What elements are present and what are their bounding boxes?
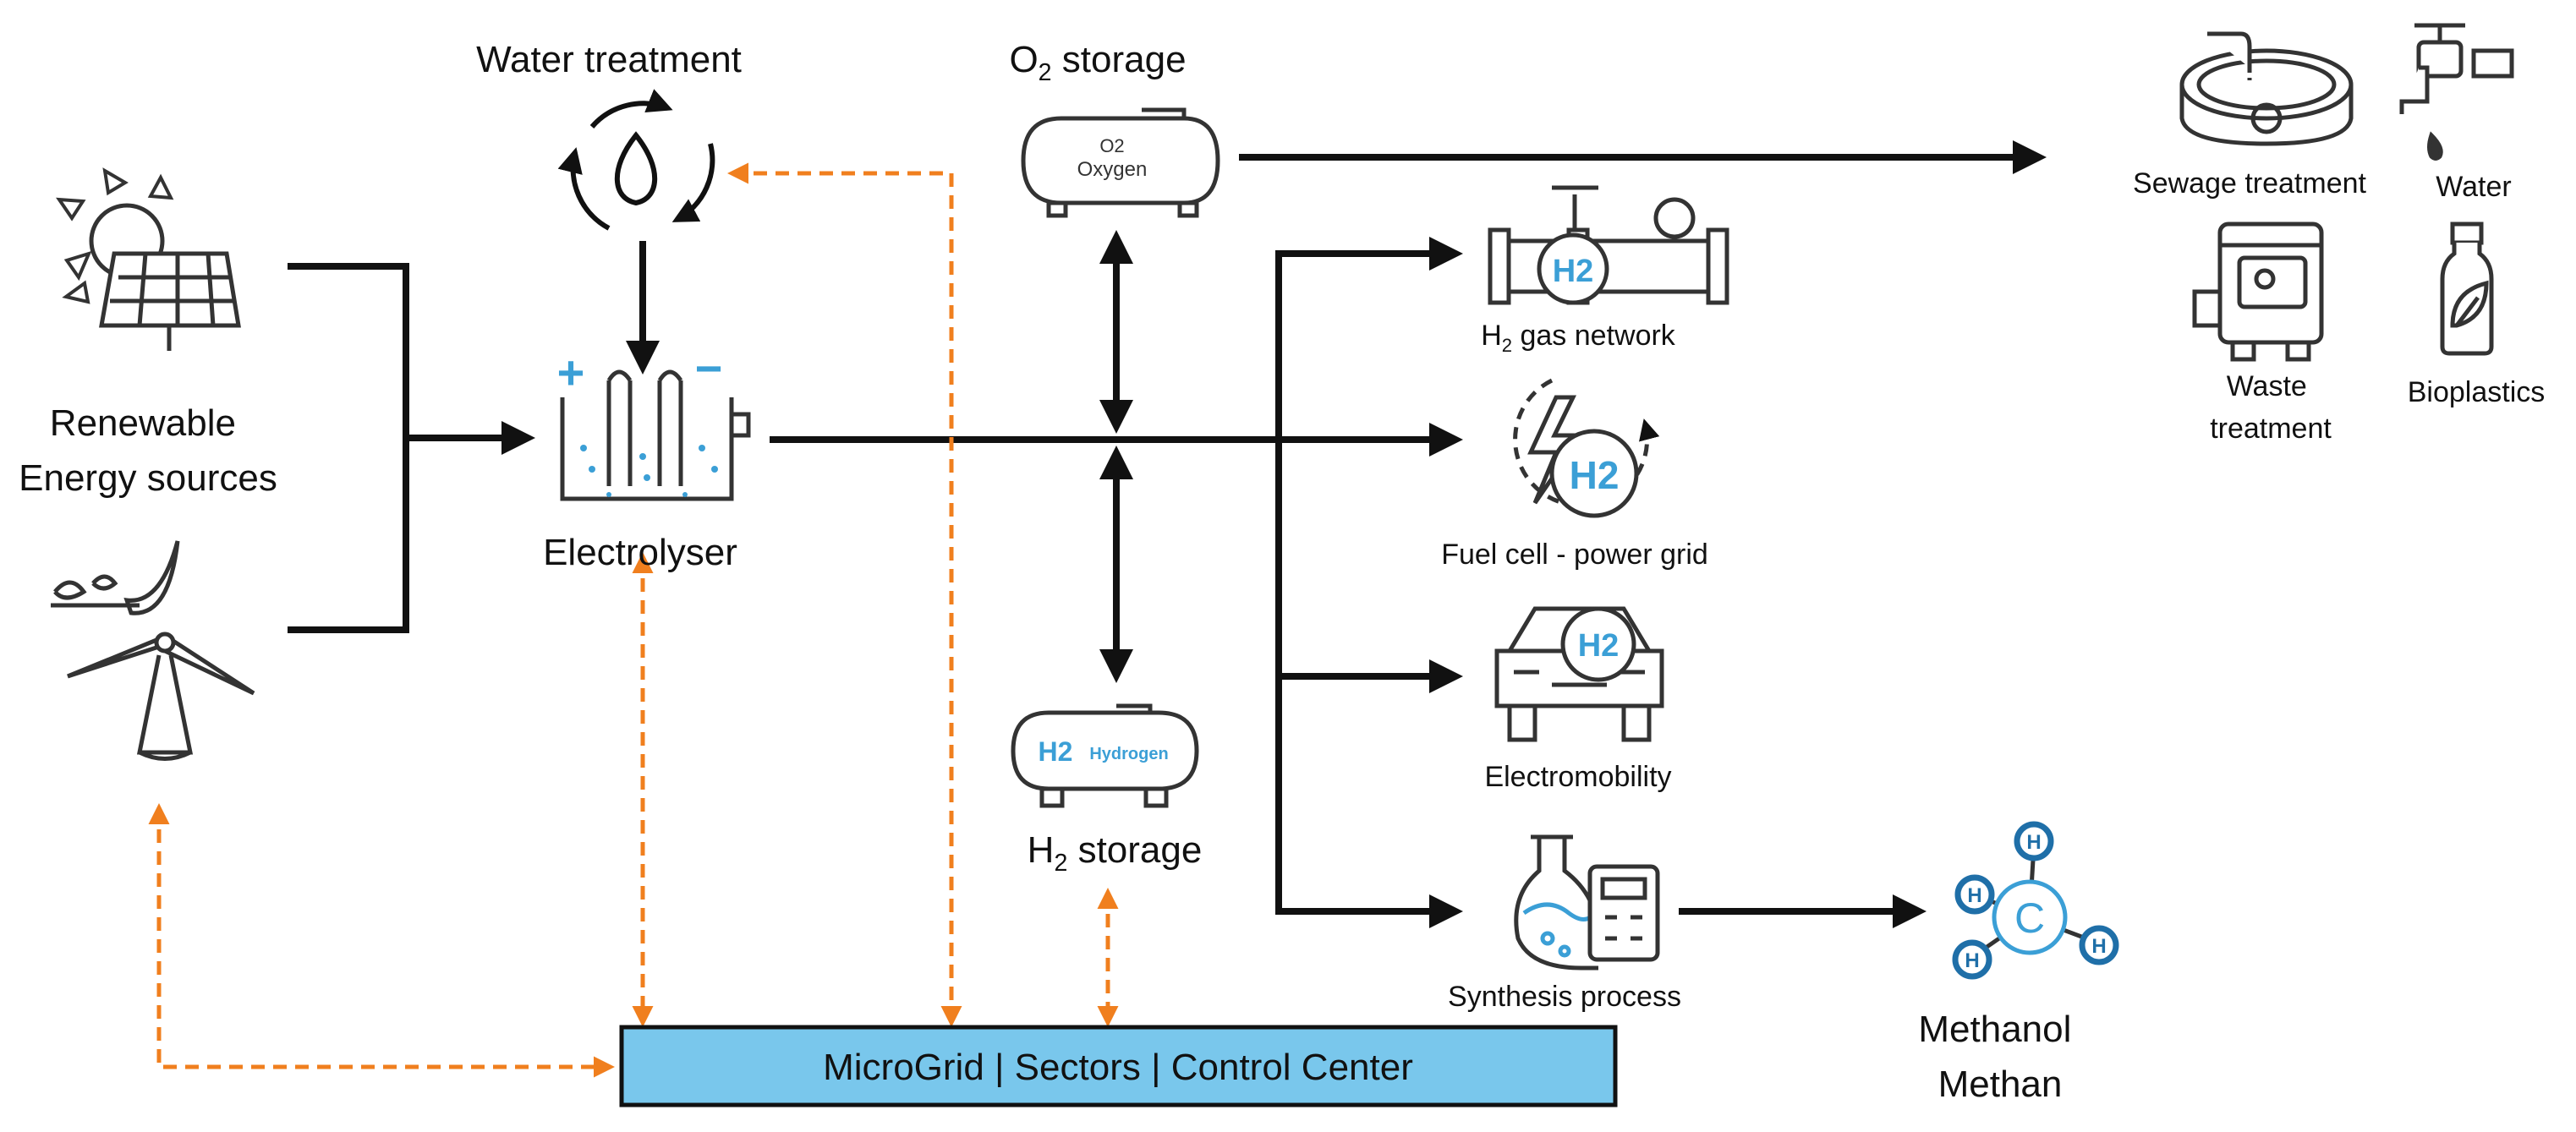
hydrogen-tank-icon [1011,703,1199,808]
waste-label-line2: treatment [2210,413,2332,445]
electrolyser-minus: − [695,342,723,395]
h2-storage-label-suffix: storage [1067,829,1202,871]
control-link-renewables [148,803,615,1078]
car-icon [1494,606,1664,742]
h2-storage-label-prefix: H [1028,829,1055,871]
methanol-molecule-icon [1952,821,2119,980]
fuel-cell-label: Fuel cell - power grid [1441,539,1708,571]
h2-storage-label-sub: 2 [1054,850,1067,877]
fuel-cell-h2-badge: H2 [1570,453,1620,497]
renewable-label: Renewable Energy sources [19,402,277,499]
methanol-h-atom-right: H [2091,935,2106,958]
h2-gas-network-label: H2 gas network [1481,320,1676,356]
control-center-box[interactable]: MicroGrid | Sectors | Control Center [619,1025,1618,1107]
methanol-center-atom: C [2014,894,2045,942]
water-tap-icon [2399,23,2514,161]
oxygen-tank-formula: O2 [1099,135,1124,156]
o2-storage-label-suffix: storage [1052,39,1187,80]
electrolyser-icon: + − [557,342,751,501]
gas-pipeline-h2-badge: H2 [1553,254,1594,289]
methanol-label-line1: Methanol [1918,1009,2071,1050]
electrolyser-label: Electrolyser [543,532,737,573]
o2-storage-label-prefix: O [1009,39,1038,80]
h2-gas-network-label-suffix: gas network [1512,320,1676,352]
flow-solar-to-bus [288,263,409,633]
methanol-h-atom-bottom: H [1965,949,1979,972]
bioplastics-label: Bioplastics [2408,376,2546,408]
synthesis-flask-icon [1514,834,1660,971]
control-links [148,162,1119,1078]
h2-gas-network-label-prefix: H [1481,320,1502,352]
methanol-h-atom-left: H [1967,884,1981,907]
gas-pipeline-icon [1488,185,1729,305]
water-treatment-label: Water treatment [476,39,742,80]
car-h2-badge: H2 [1578,628,1620,664]
solar-panel-icon [56,167,241,351]
o2-storage-label-sub: 2 [1039,59,1052,86]
control-center-label: MicroGrid | Sectors | Control Center [823,1047,1413,1088]
sewage-label: Sewage treatment [2133,167,2366,200]
renewable-label-line2: Energy sources [19,457,277,499]
hydrogen-tank-name: Hydrogen [1089,745,1168,763]
sewage-tank-icon [2179,31,2354,146]
oxygen-tank-name: Oxygen [1077,158,1148,181]
bioplastic-bottle-icon [2440,221,2494,356]
water-label: Water [2436,171,2511,203]
electrolyser-plus: + [557,346,585,399]
water-treatment-icon [557,89,715,231]
o2-storage-label: O2 storage [1009,39,1186,86]
h2-gas-network-label-sub: 2 [1502,335,1512,356]
waste-label: Waste treatment [2210,370,2332,445]
hydrogen-tank-formula: H2 [1039,736,1073,767]
renewable-label-line1: Renewable [50,402,236,444]
electromobility-label: Electromobility [1484,761,1671,793]
control-link-water-treatment [727,162,962,1027]
synthesis-label: Synthesis process [1448,981,1681,1013]
h2-storage-label: H2 storage [1028,829,1203,877]
waste-label-line1: Waste [2227,370,2307,402]
wind-turbine-icon [51,540,255,761]
fuel-cell-icon [1513,378,1660,518]
oxygen-tank-icon [1021,107,1220,218]
methanol-h-atom-top: H [2026,831,2041,854]
waste-machine-icon [2192,221,2324,362]
methanol-label: Methanol Methan [1918,1009,2081,1105]
methanol-label-line2: Methan [1938,1064,2063,1105]
